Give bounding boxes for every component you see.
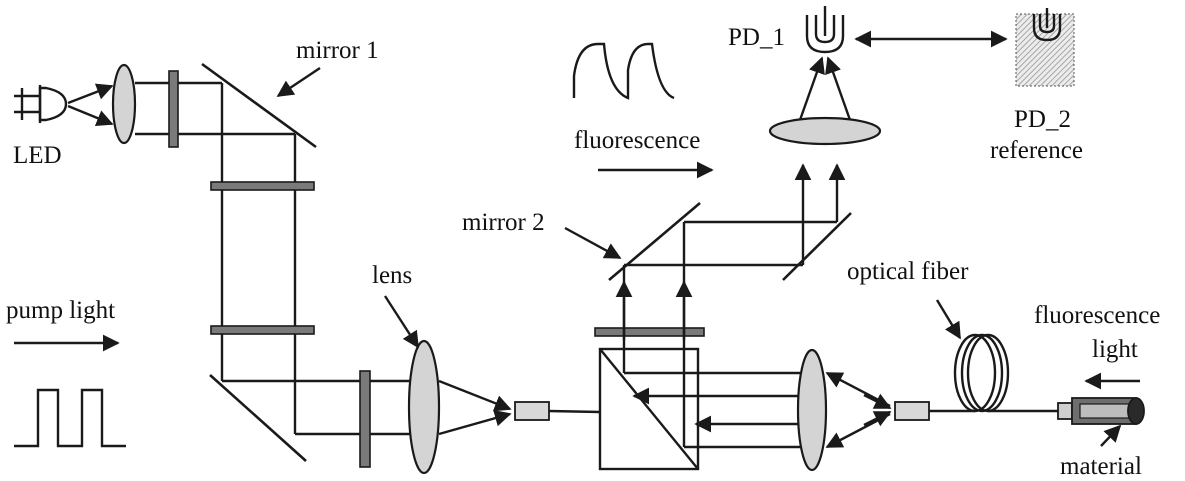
mirror-1 [201, 62, 317, 149]
material-sample [1057, 397, 1145, 425]
material-pointer [1100, 424, 1122, 447]
fiber-connector-left [514, 401, 550, 421]
fluorescence-decay-waveform [572, 42, 675, 100]
filter-plate-lower [210, 325, 315, 335]
coupling-ray [825, 412, 891, 449]
pd1-label: PD_1 [728, 24, 785, 51]
focus-ray [438, 410, 512, 436]
mirror-2-pointer [564, 226, 622, 260]
coupling-ray [825, 371, 891, 408]
mirror-2-label: mirror 2 [462, 209, 545, 236]
led-icon [14, 85, 68, 123]
led-filter-plate [168, 70, 179, 148]
detector-ray [825, 56, 852, 121]
fiber-connector-right [894, 401, 930, 421]
fiber-coupling-lens [796, 348, 828, 472]
led-collimating-lens [111, 63, 137, 145]
optical-fiber-label: optical fiber [847, 258, 969, 285]
focusing-lens [407, 339, 441, 475]
pump-pulse-waveform [14, 388, 126, 448]
reference-label: reference [990, 137, 1083, 164]
focus-ray [438, 379, 512, 412]
fiber-segment [548, 409, 601, 414]
mirror-2 [608, 202, 701, 281]
fluorescence-light-label-line1: fluorescence [1034, 302, 1160, 329]
mirror-1-label: mirror 1 [296, 37, 379, 64]
led-ray-lower [67, 104, 114, 127]
emission-filter-plate [594, 327, 705, 337]
photodiode-2-icon [1032, 8, 1062, 42]
material-label: material [1060, 453, 1142, 480]
led-label: LED [13, 142, 62, 169]
excitation-filter-plate [359, 370, 371, 468]
fold-mirror [209, 374, 307, 462]
optical-fiber-coil [953, 333, 1010, 413]
beam-splitter-diagonal [599, 348, 699, 470]
pd2-label: PD_2 [1014, 106, 1071, 133]
beam-splitter-cube [598, 347, 700, 471]
lens-pointer [383, 295, 420, 349]
led-ray-upper [67, 83, 114, 105]
filter-plate-upper [210, 181, 315, 191]
photodiode-1-icon [805, 6, 845, 54]
detector-lens [768, 116, 882, 146]
lens-label: lens [372, 262, 412, 289]
reference-block [1015, 13, 1075, 87]
mirror-1-pointer [276, 67, 321, 97]
detector-ray [798, 56, 825, 121]
fluorescence-label: fluorescence [574, 127, 700, 154]
coupling-ray [863, 410, 892, 427]
fluorescence-light-label-line2: light [1092, 336, 1138, 363]
coupling-ray [863, 393, 892, 410]
optical-fiber-pointer [935, 299, 962, 340]
fold-mirror-right [782, 212, 852, 281]
pump-light-label: pump light [6, 297, 115, 324]
